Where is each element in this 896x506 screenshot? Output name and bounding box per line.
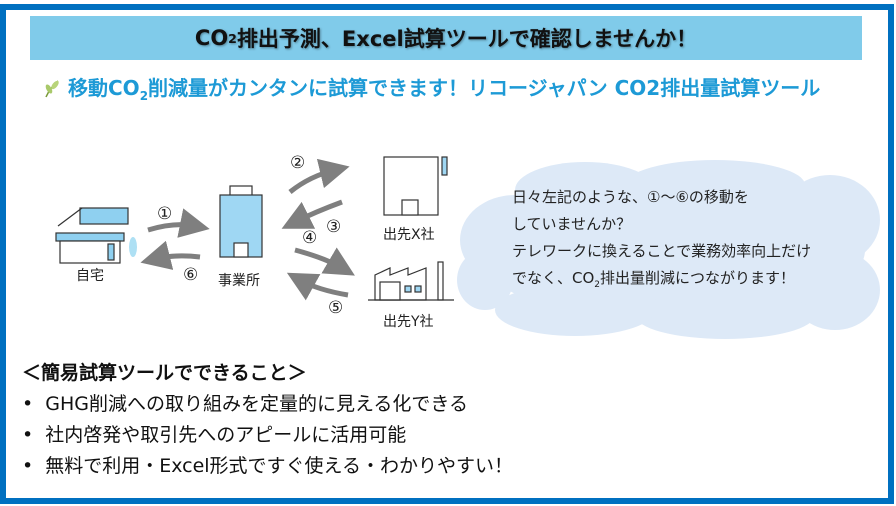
banner-post: 排出予測、Excel試算ツールで確認しませんか！ bbox=[236, 27, 698, 51]
cloud-line-2: していませんか？ bbox=[512, 215, 632, 233]
cloud-line-4-post: 排出量削減につながります！ bbox=[600, 269, 796, 287]
step-4: ④ bbox=[302, 228, 318, 248]
cloud-line-1: 日々左記のような、①～⑥の移動を bbox=[512, 188, 749, 206]
client-x-label: 出先X社 bbox=[383, 227, 435, 243]
home-label: 自宅 bbox=[76, 268, 104, 284]
feature-item: GHG削減への取り組みを定量的に見える化できる bbox=[22, 389, 513, 420]
arrow-5 bbox=[286, 272, 349, 301]
cloud-line-4-sub: 2 bbox=[594, 280, 601, 290]
step-6: ⑥ bbox=[183, 265, 199, 285]
office-building-icon bbox=[219, 185, 263, 258]
arrow-1 bbox=[147, 208, 210, 238]
arrow-3 bbox=[281, 199, 343, 229]
banner-pre: CO bbox=[194, 26, 229, 50]
features-list: ＜簡易試算ツールでできること＞ GHG削減への取り組みを定量的に見える化できる … bbox=[22, 358, 513, 482]
client-x-building-icon bbox=[383, 156, 448, 216]
office-label: 事業所 bbox=[218, 273, 260, 289]
feature-item: 社内啓発や取引先へのアピールに活用可能 bbox=[22, 420, 513, 451]
home-icon bbox=[55, 207, 137, 264]
cloud-text: 日々左記のような、①～⑥の移動を していませんか？ テレワークに換えることで業務… bbox=[512, 184, 811, 299]
step-2: ② bbox=[290, 153, 306, 173]
cloud-line-3: テレワークに換えることで業務効率向上だけ bbox=[512, 242, 812, 260]
features-heading: ＜簡易試算ツールでできること＞ bbox=[22, 362, 307, 384]
leaf-icon bbox=[45, 79, 59, 97]
arrow-4 bbox=[294, 247, 355, 276]
step-5: ⑤ bbox=[328, 298, 344, 318]
arrow-2 bbox=[288, 158, 350, 194]
client-y-factory-icon bbox=[368, 261, 454, 301]
feature-item: 無料で利用・Excel形式ですぐ使える・わかりやすい！ bbox=[22, 451, 513, 482]
subtitle-post: 削減量がカンタンに試算できます！リコージャパン CO2排出量試算ツール bbox=[148, 76, 821, 100]
client-y-label: 出先Y社 bbox=[383, 314, 434, 330]
banner-sub: 2 bbox=[228, 30, 237, 46]
cloud-line-4-pre: でなく、CO bbox=[512, 269, 595, 287]
step-3: ③ bbox=[326, 217, 342, 237]
subtitle-pre: 移動CO bbox=[68, 76, 140, 100]
subtitle: 移動CO2削減量がカンタンに試算できます！リコージャパン CO2排出量試算ツール bbox=[42, 72, 820, 103]
outer-frame bbox=[0, 4, 894, 504]
cloud-line-4: でなく、CO2排出量削減につながります！ bbox=[512, 265, 811, 299]
step-1: ① bbox=[157, 204, 173, 224]
subtitle-sub: 2 bbox=[139, 89, 149, 103]
arrow-6 bbox=[140, 240, 201, 270]
thought-cloud bbox=[457, 160, 880, 339]
